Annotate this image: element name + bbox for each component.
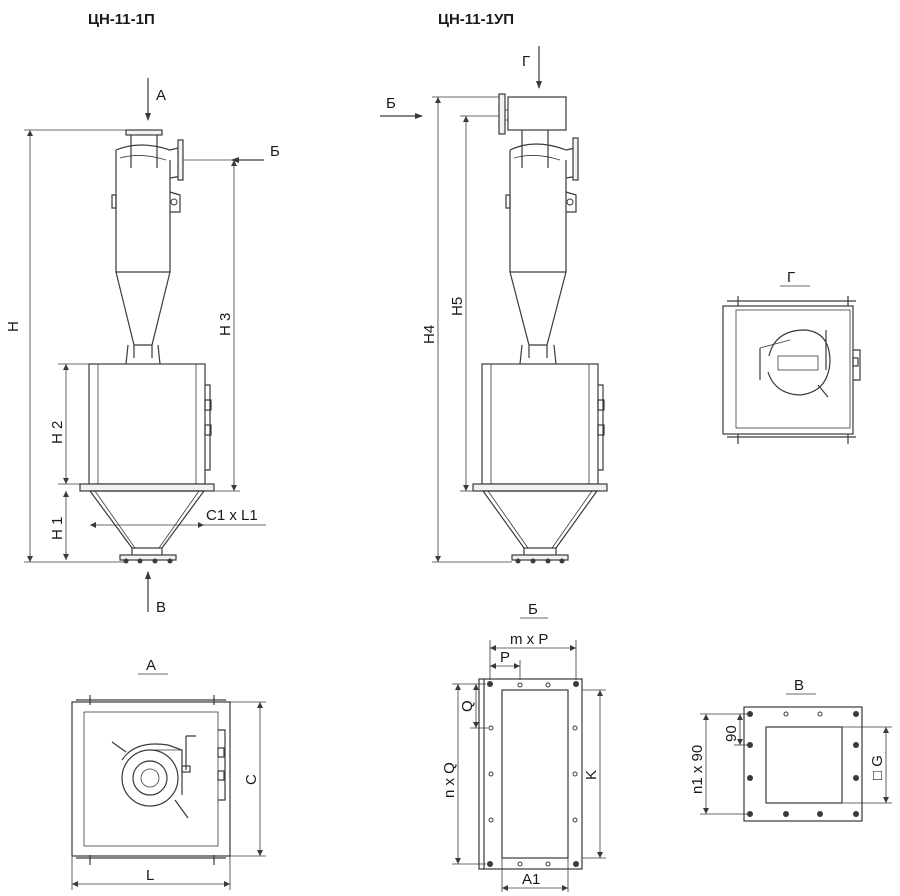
view-a-label: А [146, 657, 156, 674]
dim-h4: H4 [421, 325, 438, 344]
dim-c1-l1: C1 x L1 [206, 507, 258, 524]
view-b: Б [478, 601, 583, 870]
title-cn-11-1up: ЦН-11-1УП [438, 11, 514, 28]
dim-h5: H5 [449, 297, 466, 316]
dim-m-x-p: m x P [510, 631, 548, 648]
left-direction-arrows: А Б В [145, 78, 280, 616]
dim-l: L [146, 867, 154, 884]
dim-a1: A1 [522, 871, 540, 888]
dim-h2: H 2 [49, 421, 66, 444]
view-v-dimensions: n1 x 90 90 □ G [689, 713, 892, 815]
arrow-b-mid-label: Б [386, 95, 396, 112]
cyclone-cn-11-1up [472, 93, 608, 564]
view-b-dimensions: m x P P Q n x Q K A1 [441, 631, 606, 892]
view-b-label: Б [528, 601, 538, 618]
dim-90: 90 [723, 725, 740, 742]
arrow-g-label: Г [522, 53, 530, 70]
middle-dimensions: H4 H5 [421, 96, 512, 563]
view-a-dimensions: C L [71, 701, 266, 890]
dim-p: P [500, 649, 510, 666]
middle-direction-arrows: Б Г [380, 46, 542, 119]
dim-q: Q [459, 700, 476, 712]
dim-h: H [5, 321, 22, 332]
view-g-label: Г [787, 269, 795, 286]
view-v: В [743, 677, 863, 822]
dim-k: K [583, 770, 600, 780]
left-dimensions: H H 2 H 1 H 3 C1 x L1 [5, 129, 266, 563]
arrow-v-label: В [156, 599, 166, 616]
view-a: А [71, 657, 231, 865]
view-g: Г [722, 269, 861, 444]
cyclone-cn-11-1p [79, 129, 215, 564]
dim-g: □ G [869, 755, 886, 780]
dim-n1-x-90: n1 x 90 [689, 745, 706, 794]
dim-h1: H 1 [49, 517, 66, 540]
arrow-a-label: А [156, 87, 166, 104]
arrow-b-left-label: Б [270, 143, 280, 160]
title-cn-11-1p: ЦН-11-1П [88, 11, 155, 28]
dim-h3: H 3 [217, 313, 234, 336]
dim-c: C [243, 774, 260, 785]
view-v-label: В [794, 677, 804, 694]
dim-n-x-q: n x Q [441, 762, 458, 798]
